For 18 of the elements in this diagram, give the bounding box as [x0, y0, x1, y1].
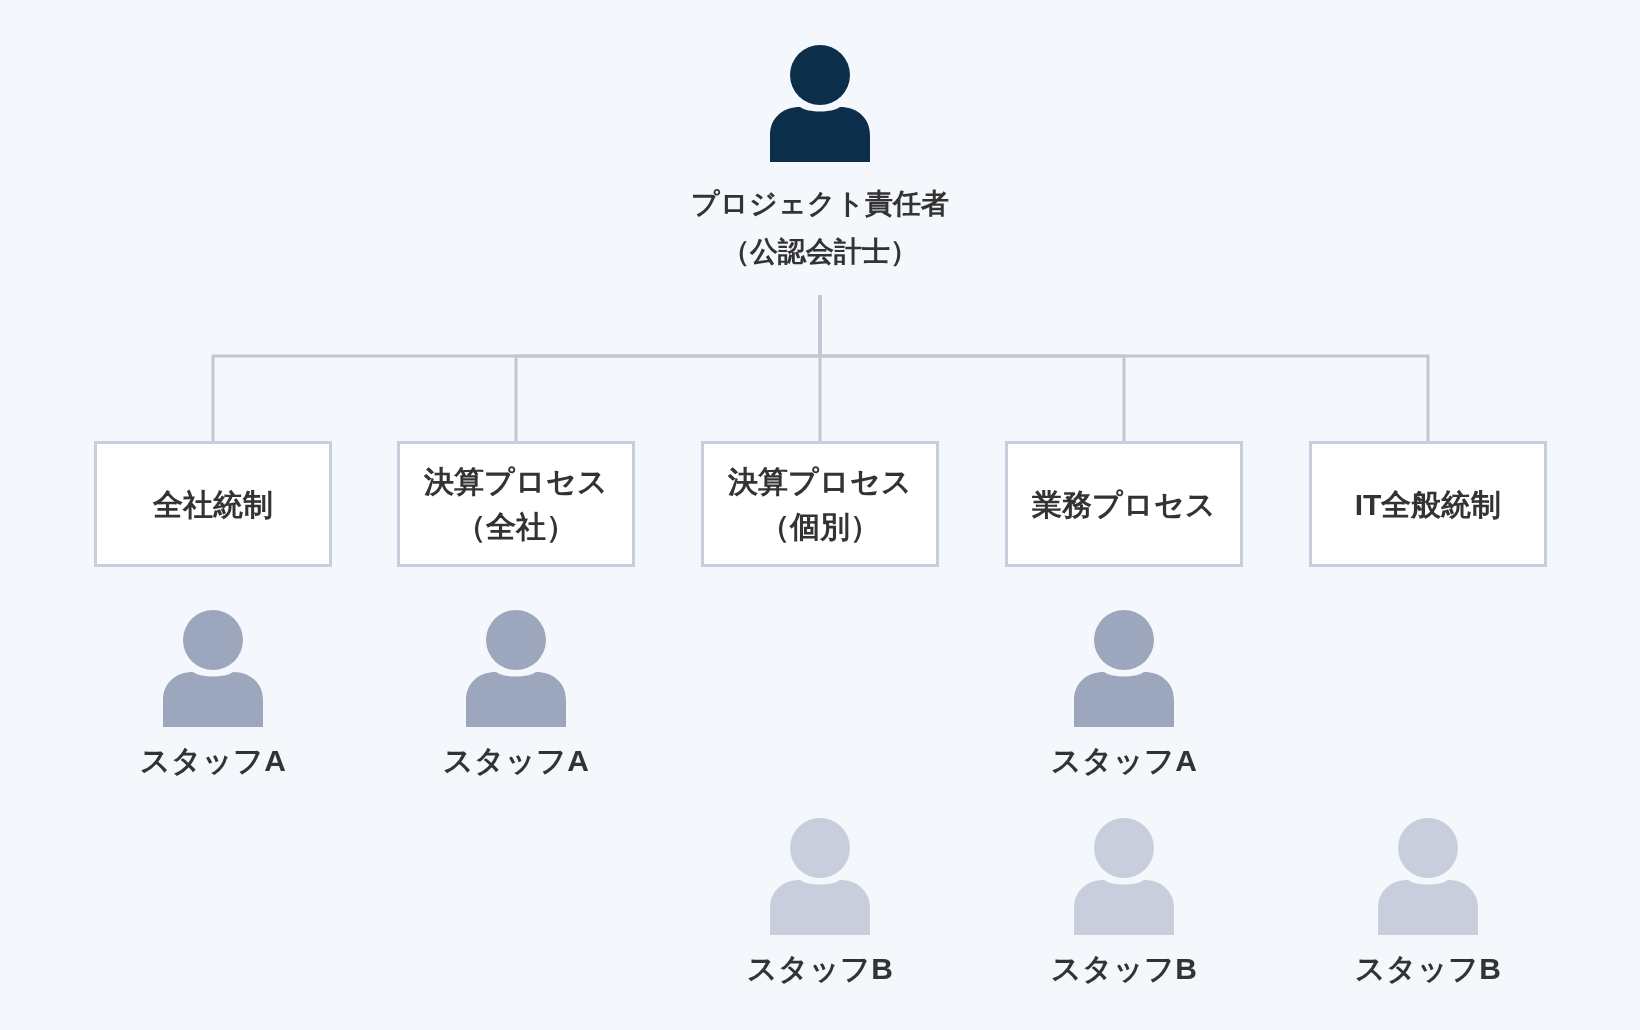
- role-label: プロジェクト責任者（公認会計士）: [690, 187, 950, 269]
- category-box: [1005, 441, 1243, 567]
- staff-label: スタッフB: [747, 951, 893, 987]
- category-label: 業務プロセス: [1031, 486, 1217, 523]
- category-label: 全社統制: [152, 486, 274, 523]
- category-label: 決算プロセス（全社）: [423, 464, 609, 545]
- category-box: [1309, 441, 1547, 567]
- category-box: [94, 441, 332, 567]
- category-box: [397, 441, 635, 567]
- category-box: [701, 441, 939, 567]
- staff-label: スタッフB: [1051, 951, 1197, 987]
- category-label: IT全般統制: [1353, 486, 1503, 523]
- staff-label: スタッフA: [443, 743, 589, 779]
- connector-line: [818, 295, 1430, 441]
- staff-label: スタッフA: [1051, 743, 1197, 779]
- category-label: 決算プロセス（個別）: [727, 464, 913, 545]
- staff-label: スタッフA: [140, 743, 286, 779]
- staff-label: スタッフB: [1355, 951, 1501, 987]
